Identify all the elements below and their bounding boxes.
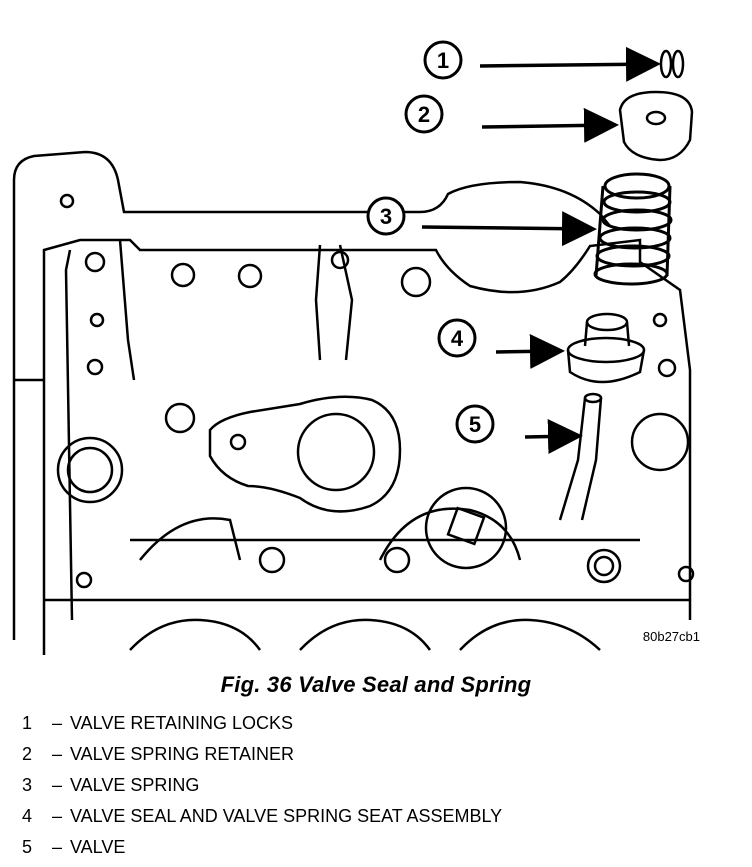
legend-separator: – (51, 713, 62, 733)
legend-label: VALVE SPRING RETAINER (70, 744, 295, 764)
legend-number: 3 (22, 775, 33, 795)
legend-separator: – (51, 837, 62, 857)
valve-seal-part (566, 312, 646, 384)
head-bolt-holes (56, 193, 695, 589)
legend-item: 5–VALVE (22, 836, 742, 867)
cylinder-head-drawing (12, 150, 692, 655)
legend-number: 2 (22, 744, 33, 764)
svg-text:1: 1 (437, 48, 449, 73)
callout-1: 1 (423, 40, 661, 82)
callout-2: 2 (404, 94, 619, 143)
valve-assembly-diagram: 1 2 3 4 5 80b27cb1 (12, 40, 700, 655)
callout-3: 3 (366, 196, 597, 247)
legend-list: 1–VALVE RETAINING LOCKS 2–VALVE SPRING R… (22, 712, 742, 867)
legend-label: VALVE (70, 837, 126, 857)
legend-separator: – (51, 744, 62, 764)
legend-separator: – (51, 806, 62, 826)
svg-text:3: 3 (380, 204, 392, 229)
valve-retaining-locks-part (659, 49, 685, 79)
legend-item: 3–VALVE SPRING (22, 774, 742, 805)
svg-text:2: 2 (418, 102, 430, 127)
svg-text:4: 4 (451, 326, 464, 351)
legend-separator: – (51, 775, 62, 795)
valve-spring-retainer-part (618, 90, 694, 162)
legend-number: 4 (22, 806, 33, 826)
legend-label: VALVE RETAINING LOCKS (70, 713, 294, 733)
valve-spring-part (593, 172, 673, 286)
svg-text:5: 5 (469, 412, 481, 437)
figure-code: 80b27cb1 (643, 629, 700, 644)
legend-number: 1 (22, 713, 33, 733)
legend-label: VALVE SEAL AND VALVE SPRING SEAT ASSEMBL… (70, 806, 503, 826)
callout-5: 5 (455, 404, 583, 455)
legend-label: VALVE SPRING (70, 775, 200, 795)
figure-caption: Fig. 36 Valve Seal and Spring (220, 672, 532, 697)
legend-item: 4–VALVE SEAL AND VALVE SPRING SEAT ASSEM… (22, 805, 742, 836)
legend-item: 2–VALVE SPRING RETAINER (22, 743, 742, 774)
legend-item: 1–VALVE RETAINING LOCKS (22, 712, 742, 743)
legend-number: 5 (22, 837, 33, 857)
valve-part (558, 392, 603, 521)
callout-4: 4 (437, 318, 565, 369)
